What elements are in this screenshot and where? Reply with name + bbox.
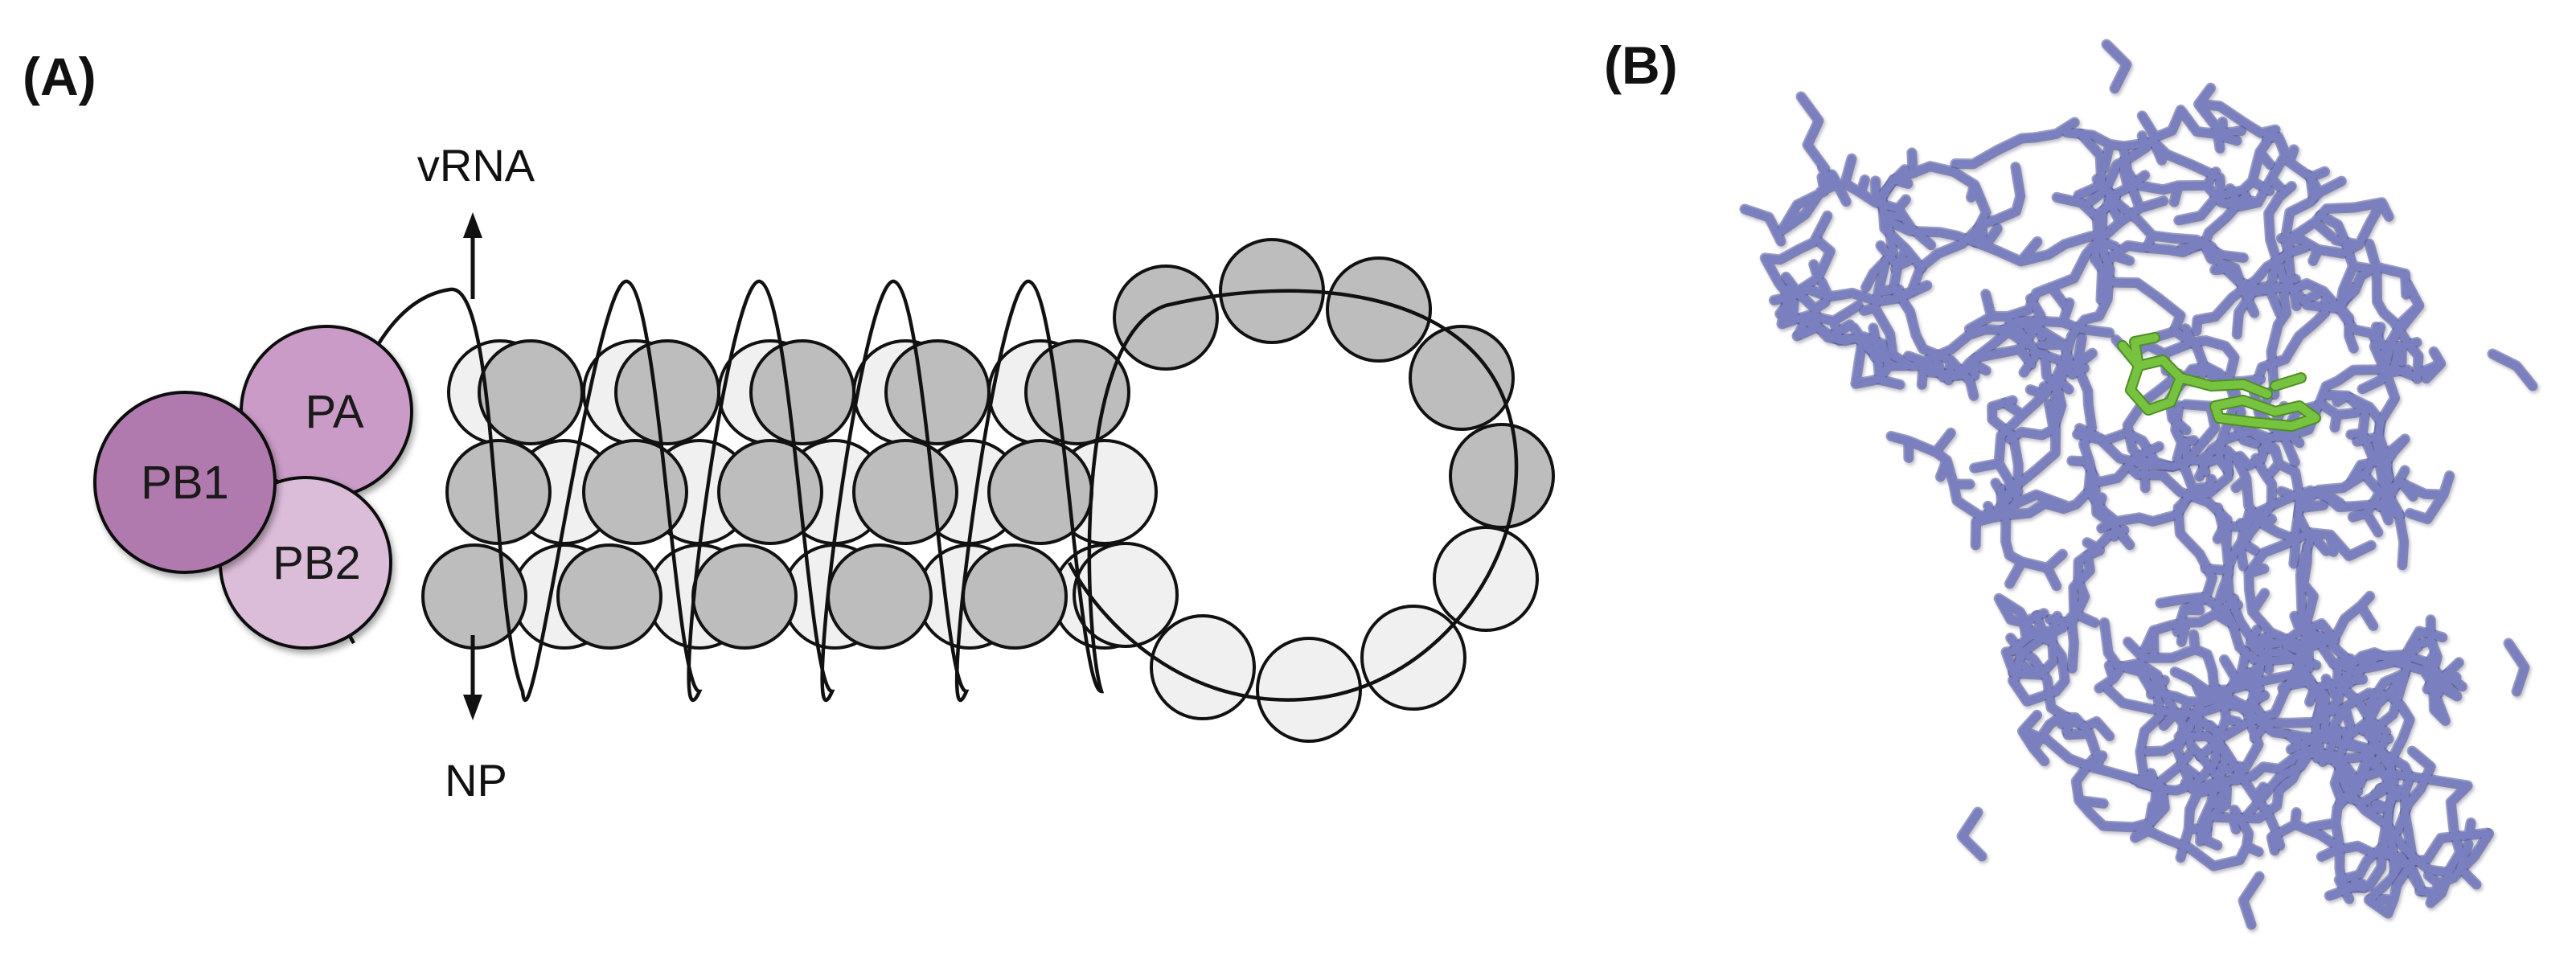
residue-stick	[2062, 129, 2219, 179]
np-subunit-dark	[1113, 264, 1219, 371]
residue-stick	[2283, 730, 2368, 903]
residue-stick	[1998, 318, 2074, 443]
rnp-diagram: PA PB2 PB1 vRNA NP	[93, 140, 1555, 806]
ligand-stick	[2176, 374, 2271, 398]
residue-stick	[2085, 401, 2219, 540]
residue-stick	[2233, 279, 2421, 367]
np-subunit-dark	[556, 543, 662, 650]
residue-stick	[1778, 154, 1935, 249]
subunit-label-pb1: PB1	[141, 457, 229, 509]
ligand-stick	[2211, 396, 2320, 430]
residue-stick	[2348, 435, 2409, 508]
vrna-label: vRNA	[417, 140, 535, 191]
residue-stick	[2072, 676, 2168, 831]
residue-stick	[1797, 92, 1829, 173]
np-subunit-dark	[1326, 256, 1432, 363]
residue-stick	[2242, 343, 2445, 441]
residue-stick	[2082, 106, 2246, 208]
residue-stick	[2488, 350, 2537, 390]
np-subunit-light	[1073, 542, 1179, 648]
np-subunit-dark	[884, 339, 991, 445]
ligand-stick	[2131, 334, 2159, 370]
residue-stick	[1741, 205, 1785, 245]
residue-stick	[2348, 470, 2454, 536]
residue-stick	[2173, 452, 2233, 636]
residue-stick	[2175, 84, 2279, 224]
ligand-stick	[2271, 374, 2305, 390]
residue-stick	[2408, 616, 2466, 724]
protein-backbone-sticks	[1739, 39, 2538, 930]
np-subunit-dark	[1024, 339, 1130, 445]
bound-ligand	[2117, 332, 2321, 432]
residue-stick	[2299, 543, 2443, 697]
residue-stick	[2239, 872, 2263, 929]
residue-stick	[1995, 594, 2069, 705]
residue-stick	[2130, 769, 2262, 870]
np-subunit-dark	[614, 339, 720, 445]
polymerase-complex: PA PB2 PB1	[93, 325, 413, 650]
residue-stick	[2000, 348, 2066, 590]
residue-stick	[2112, 325, 2239, 477]
residue-stick	[2103, 685, 2230, 846]
residue-stick	[2124, 462, 2242, 659]
residue-stick	[2074, 129, 2290, 294]
residue-stick	[2195, 428, 2315, 642]
np-arrow	[463, 635, 482, 720]
residue-stick	[1971, 211, 2119, 498]
residue-stick	[2504, 639, 2529, 695]
residue-stick	[2102, 40, 2131, 92]
residue-stick	[2279, 620, 2399, 875]
np-subunit-dark	[717, 439, 823, 545]
np-subunit-dark	[749, 339, 855, 445]
np-subunit-light	[1360, 605, 1466, 711]
protein-structure	[1739, 39, 2538, 930]
np-front-row	[421, 339, 1130, 650]
residue-stick	[2248, 642, 2422, 742]
residue-stick	[2123, 370, 2183, 470]
np-subunit-dark	[582, 439, 688, 545]
vrna-helix-strand	[330, 279, 1519, 703]
panel-a-label: (A)	[23, 47, 96, 106]
residue-stick	[2353, 323, 2412, 524]
residue-stick	[2046, 526, 2128, 672]
np-label: NP	[445, 755, 507, 806]
residue-stick	[2265, 182, 2410, 312]
residue-stick	[2373, 269, 2422, 383]
residue-stick	[1887, 396, 2022, 520]
subunit-label-pb2: PB2	[273, 537, 361, 589]
residue-stick	[1965, 160, 2149, 334]
residue-stick	[1971, 442, 2163, 549]
residue-stick	[2203, 752, 2308, 833]
np-subunit-dark	[962, 543, 1068, 650]
panel-b-label: (B)	[1604, 35, 1678, 95]
ligand-stick	[2119, 342, 2184, 414]
subunit-label-pa: PA	[305, 386, 363, 438]
residue-stick	[2192, 244, 2309, 335]
vrna-arrow	[463, 212, 482, 299]
polymerase-subunit-pb1	[93, 391, 277, 574]
np-subunit-dark	[691, 543, 798, 650]
residue-stick	[2237, 454, 2276, 570]
np-subunit-dark	[478, 339, 584, 445]
residue-stick	[1904, 326, 2088, 388]
np-subunit-dark	[1449, 423, 1555, 529]
residue-stick	[1951, 118, 2078, 168]
residue-stick	[2095, 659, 2188, 756]
residue-stick	[2456, 840, 2480, 888]
residue-stick	[1926, 298, 2114, 379]
residue-stick	[1776, 236, 1904, 388]
residue-stick	[1885, 185, 2168, 265]
np-loop	[1073, 238, 1555, 743]
residue-stick	[1958, 808, 1986, 860]
np-subunit-dark	[1409, 325, 1515, 431]
np-subunit-dark	[987, 439, 1093, 545]
np-subunit-dark	[852, 439, 958, 545]
np-subunit-light	[1256, 637, 1362, 743]
np-subunit-dark	[827, 543, 933, 650]
